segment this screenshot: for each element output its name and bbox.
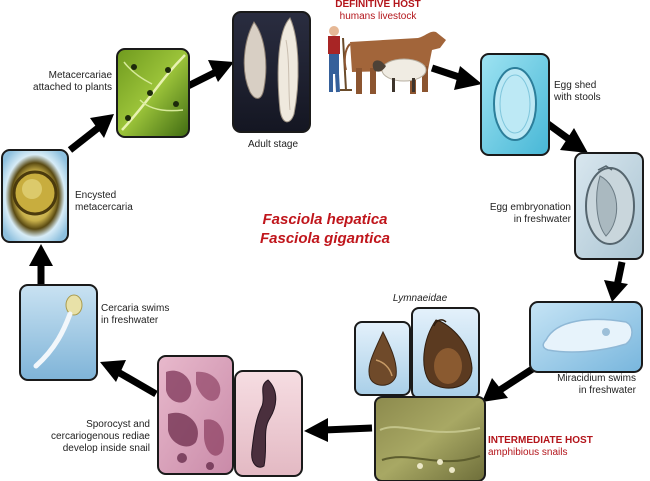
- arrow-host-to-egg: [430, 64, 482, 90]
- definitive-host-subtitle: humans livestock: [339, 11, 417, 22]
- label-encysted-line2: metacercaria: [75, 202, 133, 213]
- arrow-cercaria-to-cyst: [29, 244, 53, 286]
- label-sporocyst-line2: cercariogenous rediae: [51, 431, 150, 442]
- label-encysted: Encysted metacercaria: [75, 190, 155, 214]
- arrow-cyst-to-metacercariae: [67, 114, 114, 153]
- species-title-2: Fasciola gigantica: [259, 230, 391, 247]
- snail-small-image: [354, 321, 411, 396]
- arrow-miracidium-to-snail: [482, 365, 536, 402]
- label-adult-stage: Adult stage: [247, 139, 299, 150]
- intermediate-host-title: INTERMEDIATE HOST: [488, 435, 593, 446]
- label-egg-shed-line1: Egg shed: [554, 80, 597, 91]
- label-cercaria-line2: in freshwater: [101, 315, 159, 326]
- label-egg-shed: Egg shed with stools: [554, 80, 644, 104]
- arrow-sporocyst-to-cercaria: [100, 360, 158, 398]
- label-miracidium-line1: Miracidium swims: [557, 373, 636, 384]
- label-embryonation-line1: Egg embryonation: [489, 202, 571, 213]
- cycle-arrows: [29, 60, 628, 442]
- definitive-host-title: DEFINITIVE HOST: [335, 0, 421, 10]
- cercaria-image: [19, 284, 98, 381]
- label-cercaria-line1: Cercaria swims: [101, 303, 170, 314]
- snail-large-image: [411, 307, 480, 399]
- egg-embryonation-image: [574, 152, 644, 260]
- arrow-snail-to-redia: [304, 418, 373, 442]
- label-embryonation-line2: in freshwater: [513, 214, 571, 225]
- species-title-1: Fasciola hepatica: [262, 211, 388, 228]
- label-sporocyst-line1: Sporocyst and: [86, 419, 150, 430]
- intermediate-host-subtitle: amphibious snails: [488, 447, 568, 458]
- arrow-egg-to-embryonation: [545, 121, 588, 153]
- label-lymnaeidae: Lymnaeidae: [392, 293, 448, 304]
- label-sporocyst: Sporocyst and cercariogenous rediae deve…: [30, 419, 150, 455]
- label-cercaria: Cercaria swims in freshwater: [101, 303, 191, 327]
- egg-shed-image: [480, 53, 550, 156]
- label-egg-shed-line2: with stools: [554, 92, 601, 103]
- metacercariae-leaf-image: [116, 48, 190, 138]
- sheep-figure: [372, 58, 427, 92]
- sporocyst-histology-image: [157, 355, 234, 475]
- redia-image: [234, 370, 303, 477]
- label-miracidium-line2: in freshwater: [578, 385, 636, 396]
- label-encysted-line1: Encysted: [75, 190, 117, 201]
- encysted-metacercaria-image: [1, 149, 69, 243]
- label-metacercariae-line1: Metacercariae: [48, 70, 112, 81]
- label-embryonation: Egg embryonation in freshwater: [456, 202, 571, 226]
- label-miracidium: Miracidium swims in freshwater: [520, 373, 636, 397]
- label-metacercariae: Metacercariae attached to plants: [2, 70, 112, 94]
- definitive-host-illustration: [328, 26, 446, 94]
- label-sporocyst-line3: develop inside snail: [62, 443, 150, 454]
- intermediate-host-habitat-image: [374, 396, 486, 481]
- label-metacercariae-line2: attached to plants: [33, 82, 112, 93]
- arrow-metacercariae-to-adult: [186, 60, 234, 90]
- arrow-embryonation-to-miracidium: [604, 261, 628, 302]
- miracidium-image: [529, 301, 643, 373]
- human-figure: [328, 26, 352, 93]
- adult-fluke-image: [232, 11, 311, 133]
